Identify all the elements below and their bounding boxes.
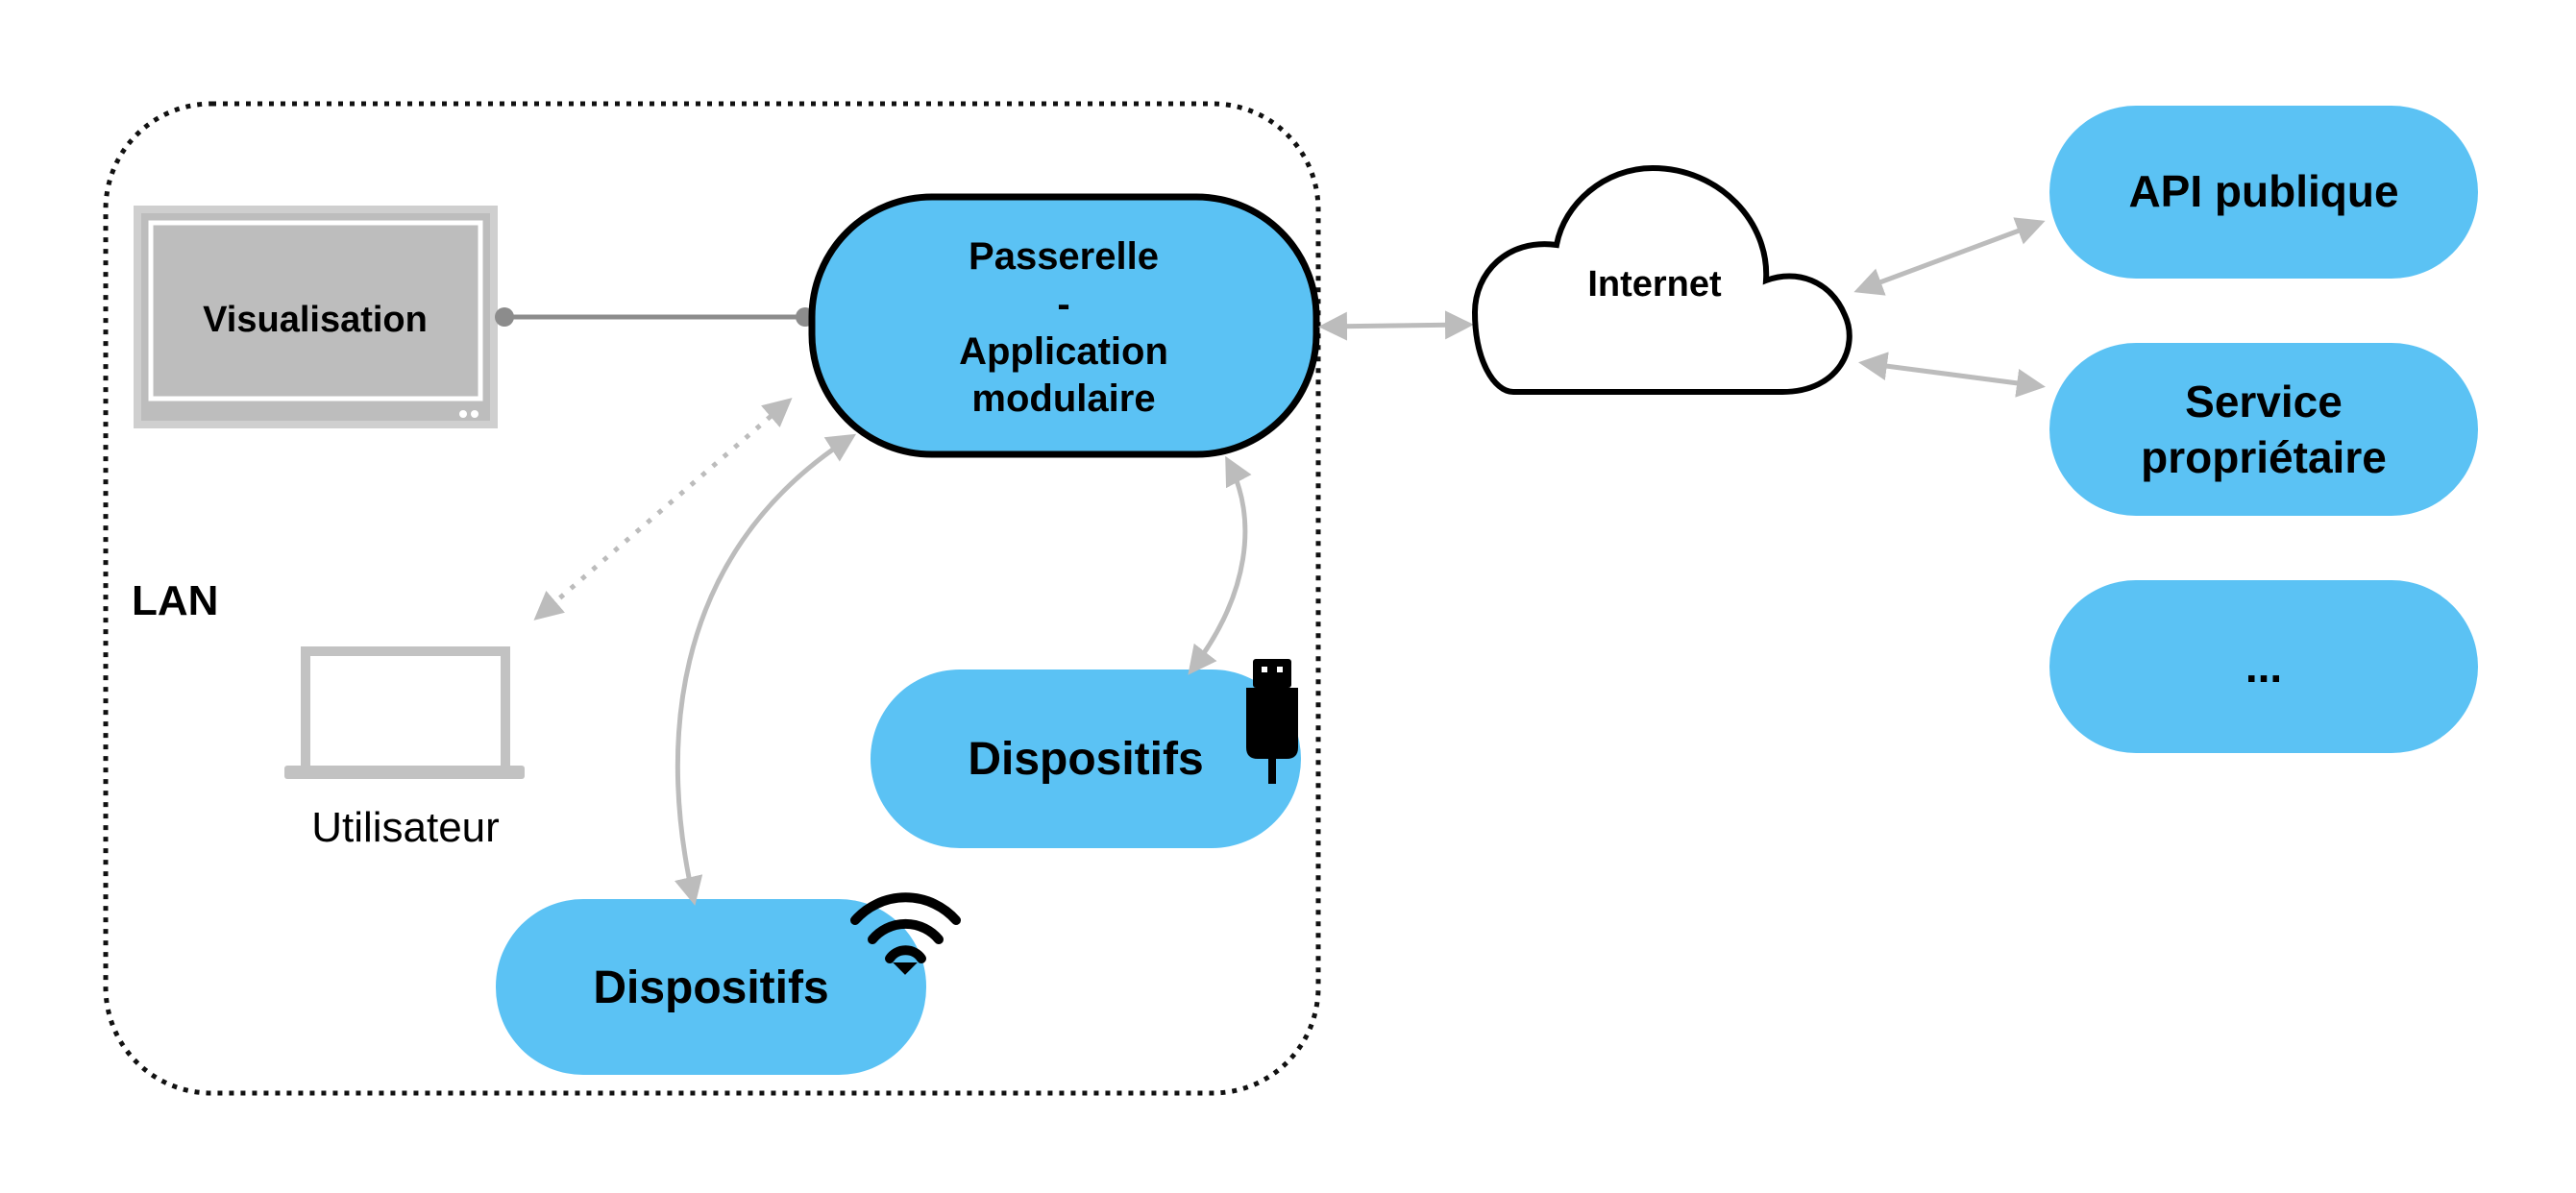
api-node (2049, 106, 2478, 279)
display-icon (134, 206, 498, 428)
wifi-gateway-link (674, 433, 857, 906)
usb-devices-label: Dispositifs (968, 734, 1203, 785)
gateway-line-4: modulaire (971, 377, 1155, 420)
usb-icon (1246, 659, 1298, 784)
lan-label: LAN (132, 577, 218, 624)
wifi-icon (850, 892, 961, 975)
api-label: API publique (2128, 166, 2398, 216)
internet-label: Internet (1587, 264, 1722, 304)
gateway-internet-link (1318, 310, 1474, 341)
more-label: ... (2245, 642, 2282, 692)
gateway-line-3: Application (959, 330, 1168, 373)
user-label: Utilisateur (311, 804, 500, 851)
service-line-1: Service (2185, 377, 2343, 426)
wifi-devices-label: Dispositifs (593, 962, 828, 1013)
usb-devices-node (871, 670, 1301, 848)
display-label: Visualisation (203, 300, 428, 340)
internet-api-link (1853, 217, 2046, 296)
usb-gateway-link (1188, 455, 1252, 675)
internet-service-link (1858, 352, 2046, 398)
service-node (2049, 343, 2478, 516)
more-node (2049, 580, 2478, 753)
user-gateway-link (533, 398, 793, 621)
service-line-2: propriétaire (2141, 432, 2387, 482)
cloud-icon (1471, 164, 1852, 395)
gateway-node (808, 193, 1320, 458)
gateway-line-2: - (1057, 283, 1069, 326)
lan-boundary (103, 101, 1321, 1096)
wifi-devices-node (496, 899, 926, 1075)
laptop-icon (284, 646, 525, 779)
gateway-line-1: Passerelle (969, 235, 1159, 278)
